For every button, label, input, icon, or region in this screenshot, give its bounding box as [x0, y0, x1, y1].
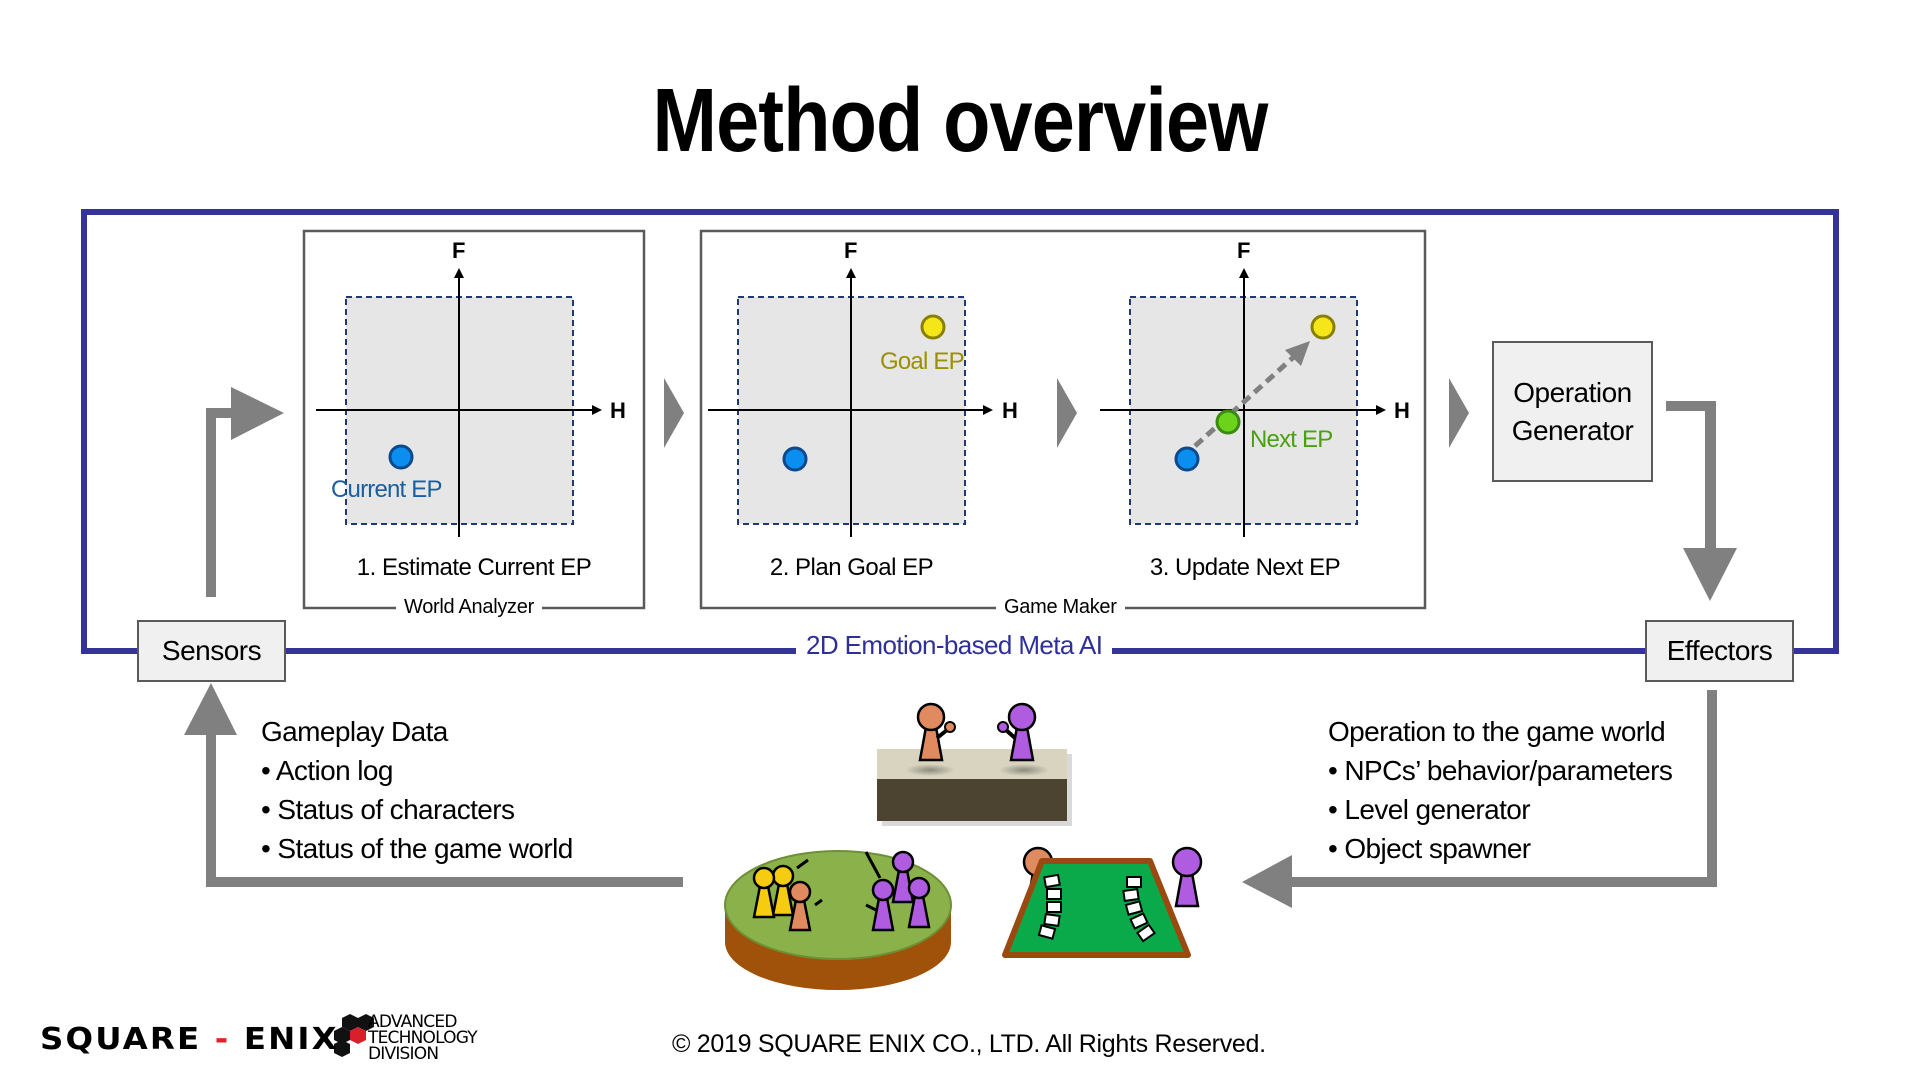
generator-to-effectors-arrow — [1666, 401, 1737, 601]
operation-generator-line1: Operation — [1513, 376, 1632, 408]
battle-island-scene — [724, 850, 952, 990]
current-ep-point — [1174, 446, 1200, 472]
h-axis-label: H — [1002, 398, 1018, 423]
trajectory-arrowhead — [1285, 341, 1310, 366]
f-axis-label: F — [452, 238, 466, 263]
current-ep-point — [782, 446, 808, 472]
atd-logo-text: ADVANCED TECHNOLOGY DIVISION — [368, 1012, 478, 1064]
atd-logo-icon — [334, 1014, 374, 1057]
sensors-box: Sensors — [137, 620, 286, 682]
logo-word-square: SQUARE — [40, 1022, 202, 1057]
gameplay-data-heading: Gameplay Data — [261, 716, 448, 747]
gameplay-data-item: • Action log — [261, 755, 393, 786]
atd-line: DIVISION — [368, 1044, 439, 1064]
trajectory-arrow — [1193, 352, 1299, 448]
stage-scene — [877, 702, 1072, 826]
gameplay-data-item: • Status of characters — [261, 794, 515, 825]
operation-list: Operation to the game world • NPCs’ beha… — [1328, 712, 1673, 868]
f-axis-label: F — [1237, 238, 1251, 263]
game-world-illustration — [724, 702, 1203, 990]
card-table-scene — [1002, 846, 1203, 958]
sensors-label: Sensors — [161, 635, 262, 666]
page-title: Method overview — [652, 71, 1268, 171]
goal-ep-point — [1310, 314, 1336, 340]
step-caption: 3. Update Next EP — [1149, 554, 1341, 581]
f-axis-label: F — [844, 238, 858, 263]
atd-line: ADVANCED — [368, 1012, 457, 1032]
character-orange — [916, 702, 956, 762]
plot-plan-goal-ep — [708, 268, 993, 537]
effectors-label: Effectors — [1666, 635, 1773, 666]
world-analyzer-label: World Analyzer — [396, 597, 542, 617]
plot-update-next-ep — [1100, 268, 1386, 537]
character-purple — [997, 702, 1037, 762]
atd-line: TECHNOLOGY — [368, 1028, 478, 1048]
meta-ai-label: 2D Emotion-based Meta AI — [796, 632, 1113, 658]
game-maker-label: Game Maker — [996, 597, 1125, 617]
operation-generator-box: Operation Generator — [1492, 341, 1653, 482]
goal-ep-label: Goal EP — [880, 348, 965, 375]
h-axis-label: H — [610, 398, 626, 423]
current-ep-point — [388, 444, 414, 470]
square-enix-logo: SQUARE - ENIX — [40, 1022, 339, 1057]
current-ep-label: Current EP — [331, 476, 443, 503]
step-caption: 2. Plan Goal EP — [769, 554, 934, 581]
next-ep-point — [1215, 409, 1241, 435]
next-ep-label: Next EP — [1250, 426, 1333, 453]
gameplay-data-item: • Status of the game world — [261, 833, 573, 864]
chevron-right-icon — [664, 378, 684, 448]
chevron-right-icon — [1449, 378, 1469, 448]
copyright: © 2019 SQUARE ENIX CO., LTD. All Rights … — [672, 1030, 1266, 1058]
h-axis-label: H — [1394, 398, 1410, 423]
operation-generator-line2: Generator — [1511, 414, 1634, 446]
operation-item: • NPCs’ behavior/parameters — [1328, 755, 1673, 786]
logo-dash: - — [214, 1022, 231, 1057]
operation-item: • Object spawner — [1328, 833, 1531, 864]
step-caption: 1. Estimate Current EP — [356, 554, 592, 581]
goal-ep-point — [920, 314, 946, 340]
plot-estimate-current-ep — [316, 268, 602, 537]
sensor-to-analyzer-arrow — [206, 387, 284, 597]
effectors-box: Effectors — [1645, 620, 1794, 682]
effectors-to-world-arrow — [1242, 690, 1717, 908]
operation-item: • Level generator — [1328, 794, 1531, 825]
chevron-right-icon — [1057, 378, 1077, 448]
gameplay-data-list: Gameplay Data • Action log • Status of c… — [261, 712, 573, 868]
logo-word-enix: ENIX — [243, 1022, 339, 1057]
operation-heading: Operation to the game world — [1328, 716, 1666, 747]
